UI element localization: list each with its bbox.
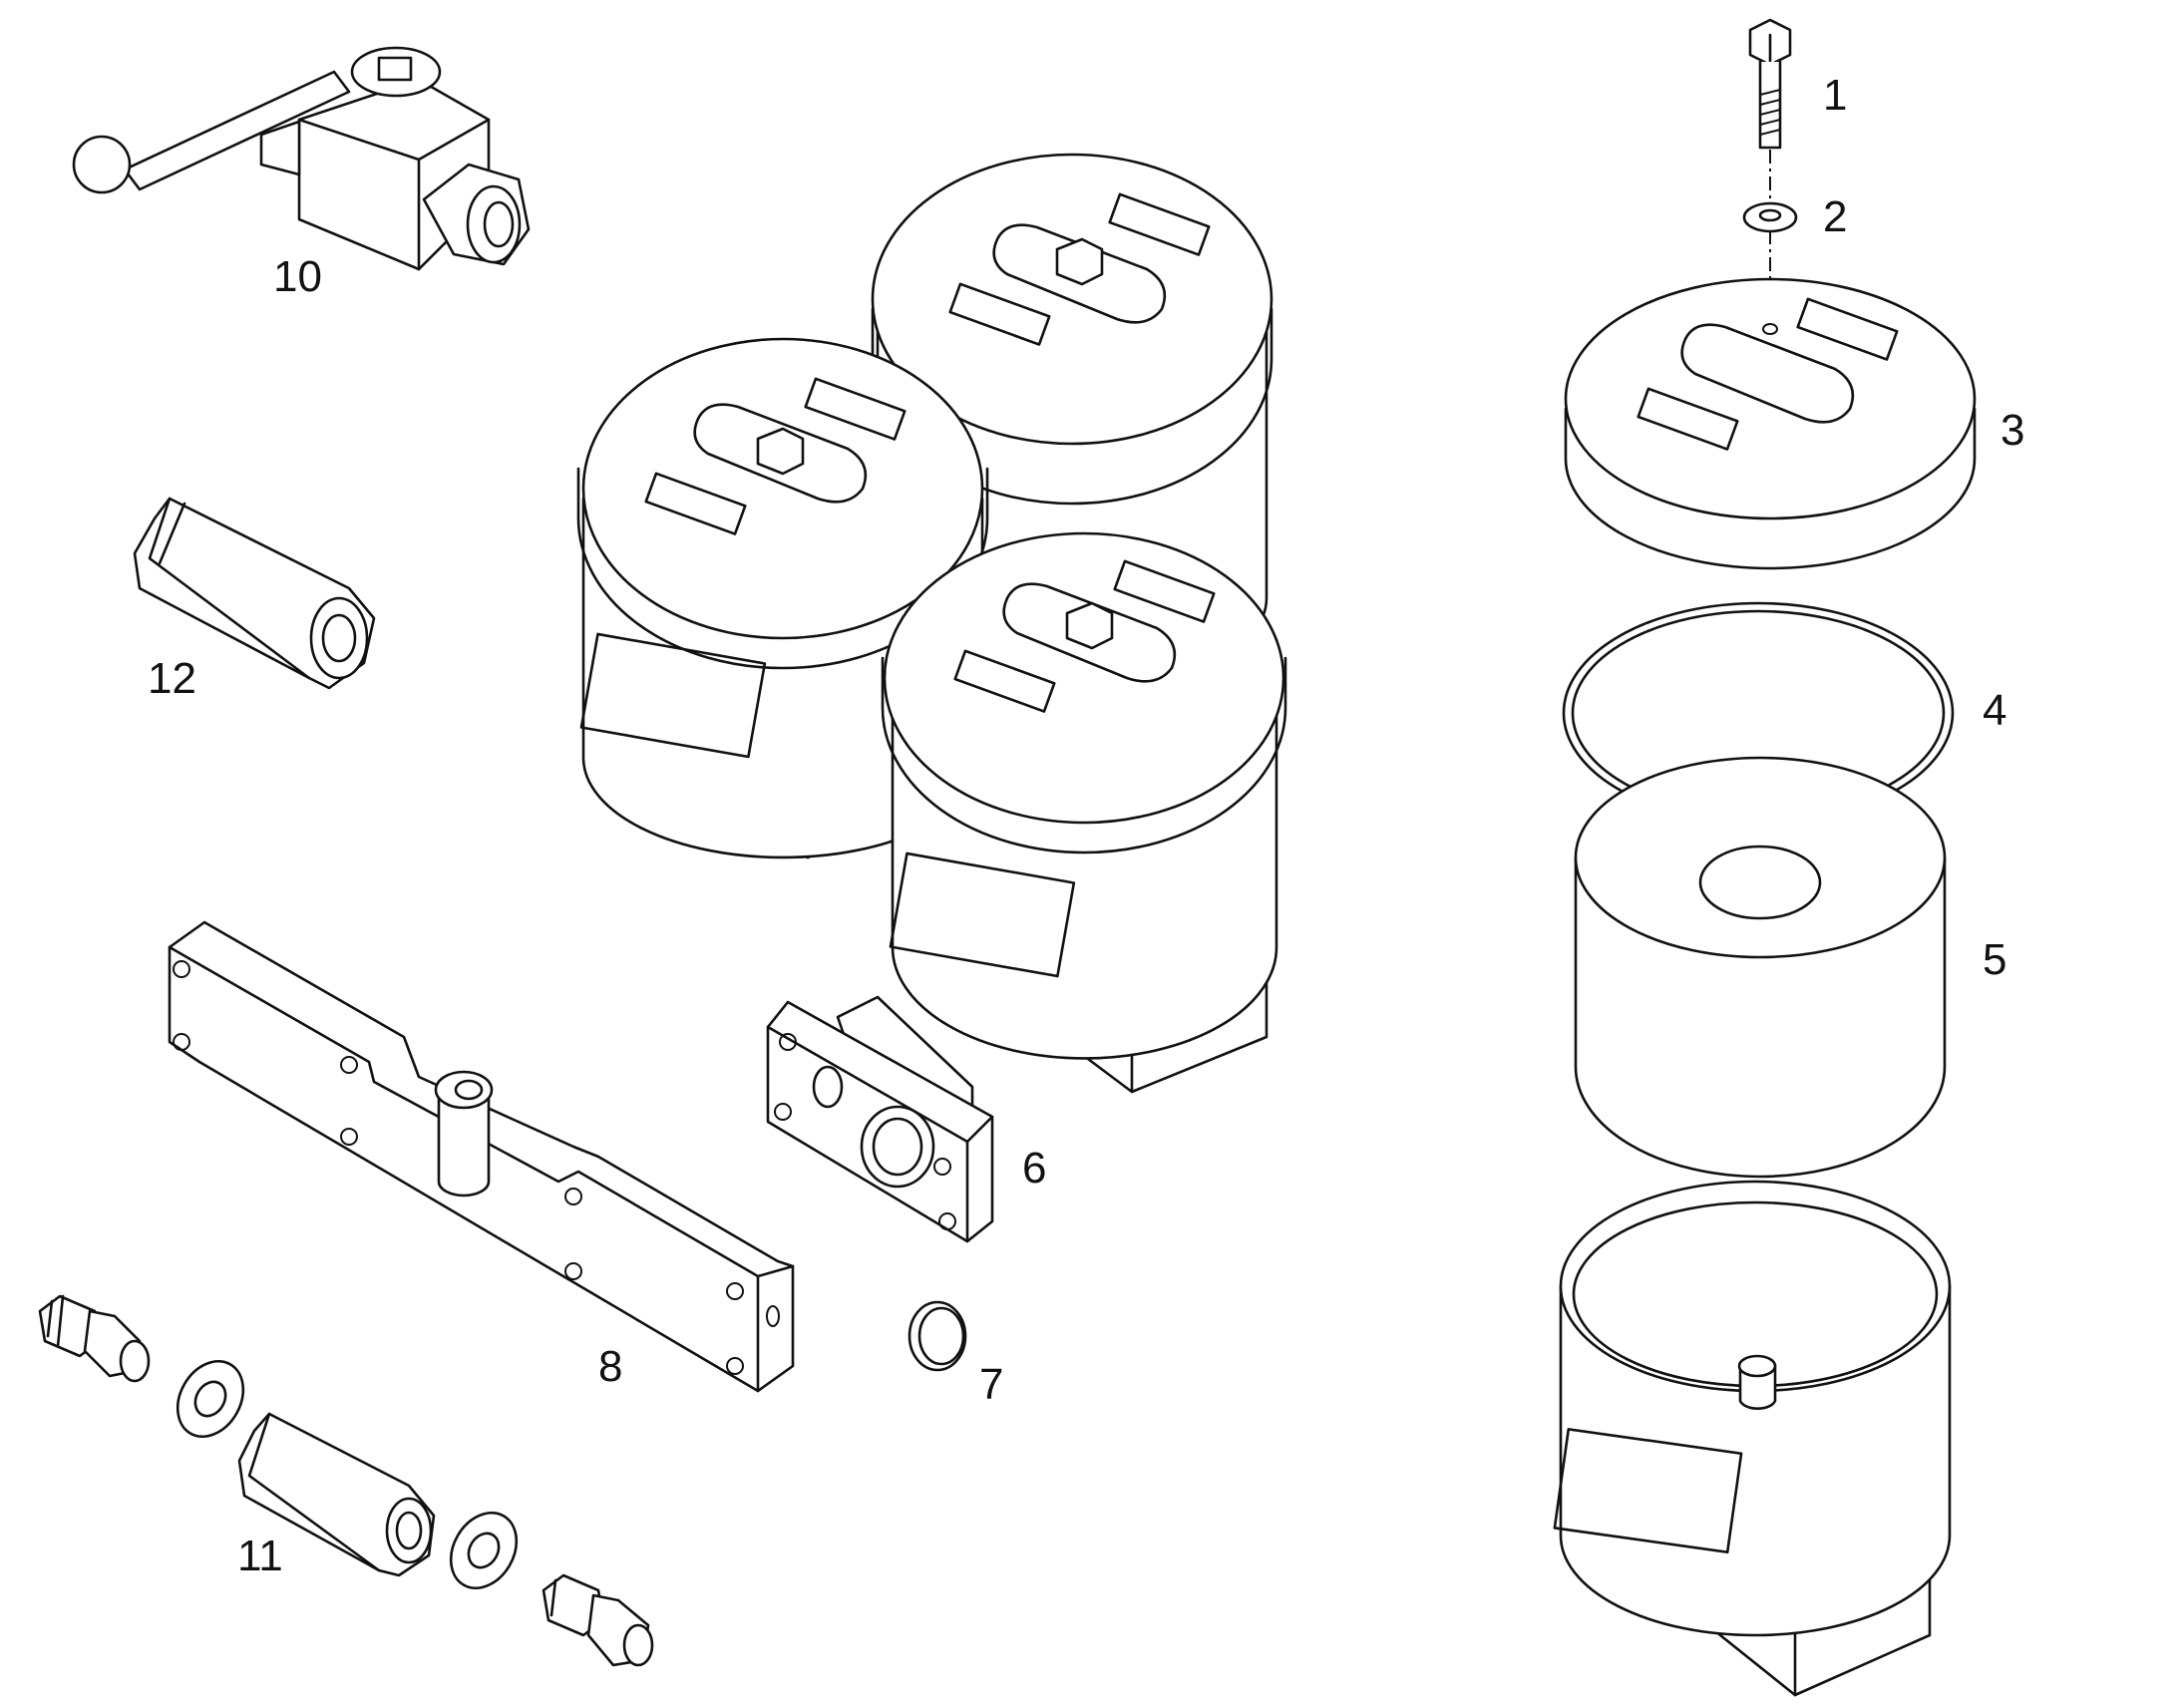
label-part-8: 8 — [598, 1342, 622, 1391]
label-part-5: 5 — [1983, 935, 2006, 984]
label-part-10: 10 — [273, 252, 322, 301]
label-part-6: 6 — [1022, 1144, 1046, 1193]
label-part-2: 2 — [1823, 192, 1847, 241]
cover-part-3 — [1564, 277, 1977, 570]
label-part-1: 1 — [1823, 71, 1847, 120]
label-part-4: 4 — [1983, 686, 2006, 735]
hex-coupling-part-12 — [133, 497, 376, 690]
filter-front — [881, 531, 1287, 1094]
flange-plate-part-6 — [766, 995, 994, 1243]
washer-part-2 — [1742, 201, 1798, 233]
small-o-ring-part-7 — [908, 1300, 967, 1372]
bolt-part-1 — [1748, 18, 1792, 150]
manifold-bar-part-8 — [168, 920, 795, 1393]
label-part-11: 11 — [237, 1532, 283, 1580]
filter-bowl-housing — [1553, 1180, 1952, 1697]
filter-element-part-5 — [1574, 756, 1947, 1179]
fittings-part-11 — [38, 1294, 654, 1667]
label-part-7: 7 — [979, 1360, 1003, 1409]
label-part-3: 3 — [2000, 406, 2024, 455]
ball-valve-part-10 — [72, 46, 531, 271]
label-part-12: 12 — [148, 654, 196, 703]
